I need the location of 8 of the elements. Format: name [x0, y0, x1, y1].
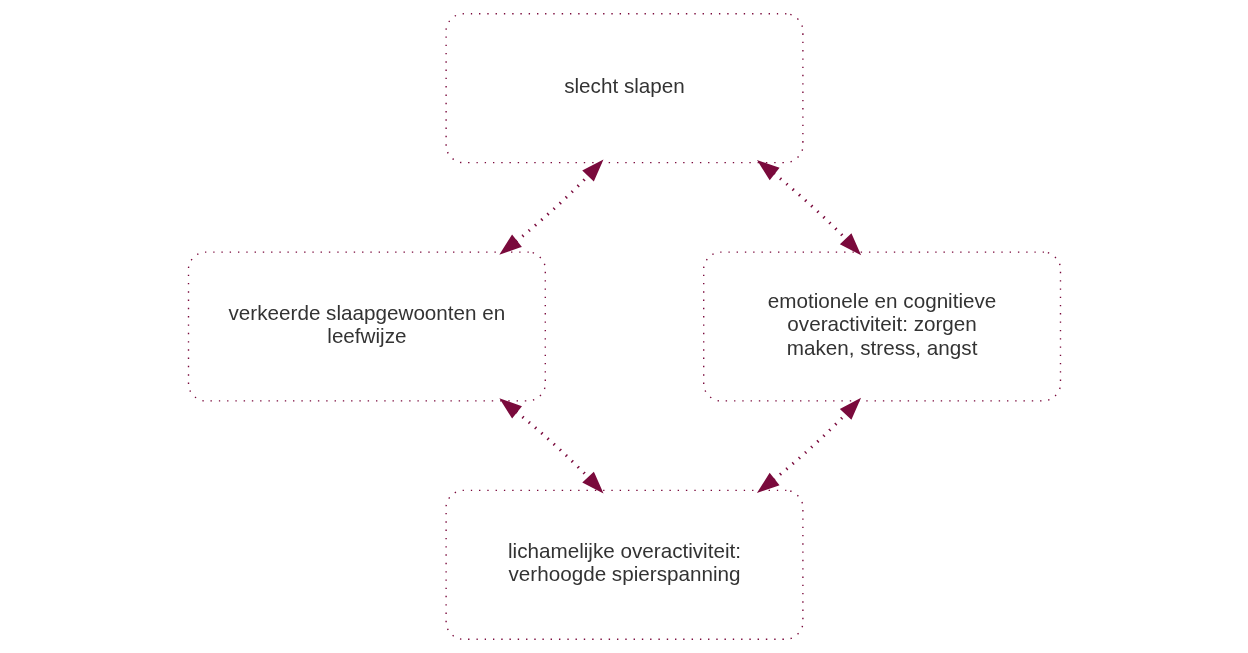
- node-box: verkeerde slaapgewoonten en leefwijze: [187, 251, 546, 402]
- node-box: lichamelijke overactiviteit: verhoogde spierspanning: [444, 489, 804, 640]
- arrow: [498, 159, 603, 255]
- arrow: [756, 159, 861, 256]
- node-box: emotionele en cognitieve overactiviteit: zorgen maken, stress, angst: [702, 251, 1061, 402]
- arrow: [498, 398, 604, 494]
- arrow: [756, 397, 861, 494]
- node-box: slecht slapen: [444, 13, 804, 164]
